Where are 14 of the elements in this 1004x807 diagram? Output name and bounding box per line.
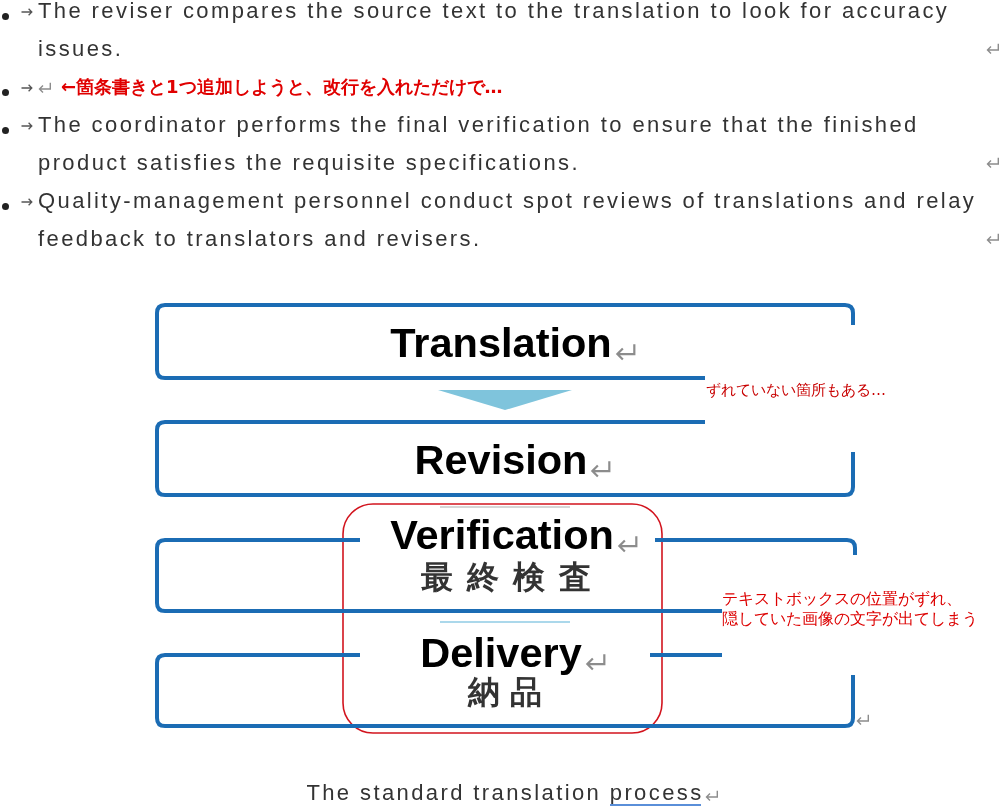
step-title: Verification [390, 511, 614, 558]
bullet-text: The coordinator performs the final verification to ensure that the finished product satisfies the requisite specifications. [38, 111, 920, 177]
step-title: Revision [414, 436, 588, 483]
annotation-note: ←箇条書きと1つ追加しようと、改行を入れただけで… [61, 75, 503, 99]
step-subtitle: 最終検査 [421, 558, 605, 595]
annotation-note: テキストボックスの位置がずれ、隠していた画像の文字が出てしまう [722, 589, 979, 629]
step-subtitle: 納品 [468, 673, 552, 710]
figure-caption: The standard translation process [306, 780, 704, 805]
step-title: Translation [390, 319, 612, 366]
annotation-note: ずれていない箇所もある… [706, 380, 886, 401]
chevron-arrow [438, 389, 572, 411]
bullet-text: The reviser compares the source text to the translation to look for accuracy issues. [38, 0, 951, 63]
step-title: Delivery [420, 629, 582, 676]
bullet-text: Quality-management personnel conduct spot reviews of translations and relay feedback to translators and revisers. [38, 187, 978, 253]
